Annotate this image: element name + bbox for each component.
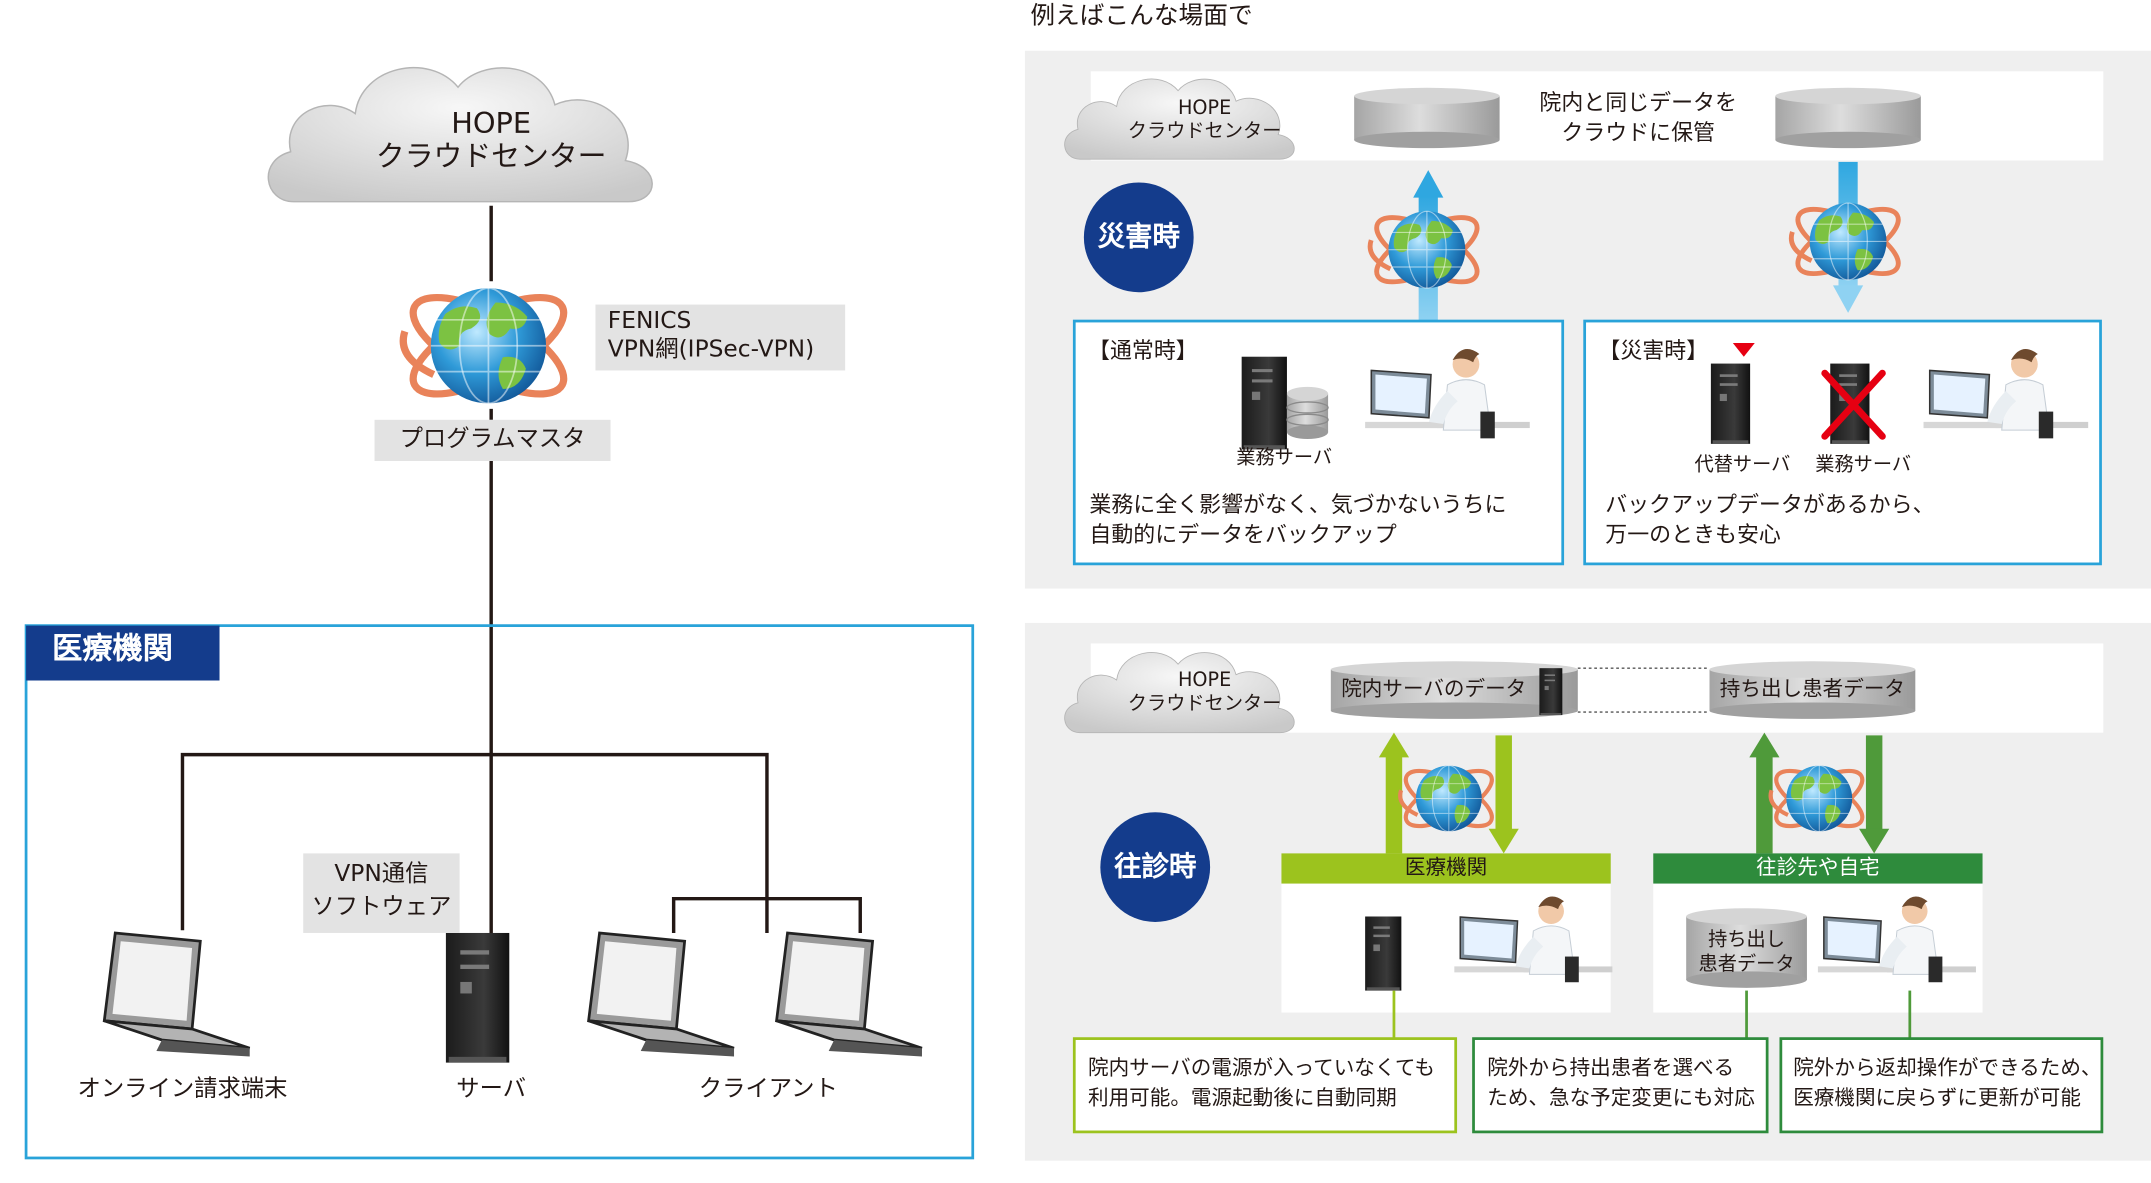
server-icon <box>1241 356 1287 450</box>
server-icon <box>445 932 510 1063</box>
right-heading: 例えばこんな場面で <box>1030 1 1253 31</box>
download-arrow-icon <box>1859 735 1890 854</box>
takeout-data-label: 持ち出し患者データ <box>1719 676 1906 702</box>
disaster-desc-line1: バックアップデータがあるから、 <box>1605 491 1935 518</box>
cloud-title-line2: クラウドセンター <box>375 139 607 173</box>
note-3 <box>1779 1037 2104 1134</box>
database-icon <box>1286 386 1329 440</box>
upload-arrow-icon <box>1749 732 1780 854</box>
client-label: クライアント <box>698 1075 838 1104</box>
laptop-icon <box>775 931 924 1058</box>
disaster-desc-line2: 万一のときも安心 <box>1605 521 1781 548</box>
vpn-software-line1: VPN通信 <box>334 860 429 888</box>
vpn-software-label <box>303 853 460 933</box>
visit-cloud-line2: クラウドセンター <box>1127 692 1282 715</box>
note-1-line1: 院内サーバの電源が入っていなくても <box>1087 1055 1435 1080</box>
sync-dotted-lines <box>1577 667 1710 713</box>
visit-badge <box>1100 812 1211 922</box>
network-lines <box>180 205 862 933</box>
download-arrow-icon <box>1488 735 1519 854</box>
institution-frame <box>24 624 975 1160</box>
server-icon <box>1539 668 1563 716</box>
institution-tab <box>26 625 220 681</box>
server-data-label: 院内サーバのデータ <box>1341 676 1527 702</box>
network-label-line1: FENICS <box>607 307 692 335</box>
home-header-bar <box>1653 853 1983 884</box>
note-1-line2: 利用可能。電源起動後に自動同期 <box>1087 1085 1397 1110</box>
normal-desc-line1: 業務に全く影響がなく、気づかないうちに <box>1089 491 1507 518</box>
normal-card <box>1072 319 1565 566</box>
visit-badge-text: 往診時 <box>1114 849 1197 883</box>
disaster-cloud-line2: クラウドセンター <box>1127 120 1282 143</box>
online-terminal-label: オンライン請求端末 <box>77 1075 288 1104</box>
note-2 <box>1472 1037 1769 1134</box>
note-3-line1: 院外から返却操作ができるため、 <box>1793 1055 2102 1080</box>
note-2-line2: ため、急な予定変更にも対応 <box>1487 1085 1755 1110</box>
pointer-triangle-icon <box>1732 343 1755 357</box>
takeout-cylinder-line1: 持ち出し <box>1708 928 1785 951</box>
takeout-data-cylinder <box>1709 661 1916 719</box>
disaster-badge-text: 災害時 <box>1097 219 1180 253</box>
substitute-server-label: 代替サーバ <box>1694 454 1791 477</box>
server-label: サーバ <box>456 1075 527 1104</box>
storage-line2: クラウドに保管 <box>1561 119 1715 146</box>
upload-arrow-icon <box>1378 732 1410 854</box>
vpn-software-line2: ソフトウェア <box>311 893 452 921</box>
storage-cylinder-right <box>1775 87 1921 149</box>
cross-icon <box>1821 369 1886 440</box>
takeout-data-cylinder <box>1686 908 1807 988</box>
network-label <box>595 304 846 371</box>
business-server-label: 業務サーバ <box>1236 447 1333 470</box>
server-icon <box>1710 363 1751 444</box>
cloud-title-line1: HOPE <box>451 107 532 140</box>
note-1 <box>1072 1037 1458 1134</box>
institution-header: 医療機関 <box>1404 854 1488 880</box>
laptop-icon <box>587 931 736 1058</box>
network-label-line2: VPN網(IPSec-VPN) <box>607 336 815 364</box>
note-2-line1: 院外から持出患者を選べる <box>1487 1055 1735 1080</box>
normal-card-title: 【通常時】 <box>1087 337 1198 364</box>
program-master-text: プログラムマスタ <box>399 425 586 453</box>
disaster-cloud-line1: HOPE <box>1177 97 1232 120</box>
storage-line1: 院内と同じデータを <box>1539 89 1737 116</box>
disaster-card-title: 【災害時】 <box>1598 337 1709 364</box>
note-3-line2: 医療機関に戻らずに更新が可能 <box>1793 1085 2081 1110</box>
laptop-icon <box>102 931 252 1058</box>
server-data-cylinder <box>1330 661 1578 719</box>
server-icon <box>1365 916 1402 991</box>
business-server-label-2: 業務サーバ <box>1815 454 1912 477</box>
institution-header-bar <box>1281 853 1611 884</box>
storage-cylinder-left <box>1354 87 1500 149</box>
home-header: 往診先や自宅 <box>1756 854 1880 880</box>
takeout-cylinder-line2: 患者データ <box>1698 953 1795 976</box>
visit-cloud-line1: HOPE <box>1177 669 1232 692</box>
normal-desc-line2: 自動的にデータをバックアップ <box>1089 521 1397 548</box>
globe-icon <box>400 279 577 413</box>
program-master-label <box>374 419 611 461</box>
institution-title: 医療機関 <box>52 632 173 667</box>
disaster-badge <box>1083 182 1194 293</box>
note-connectors <box>1392 990 1912 1040</box>
